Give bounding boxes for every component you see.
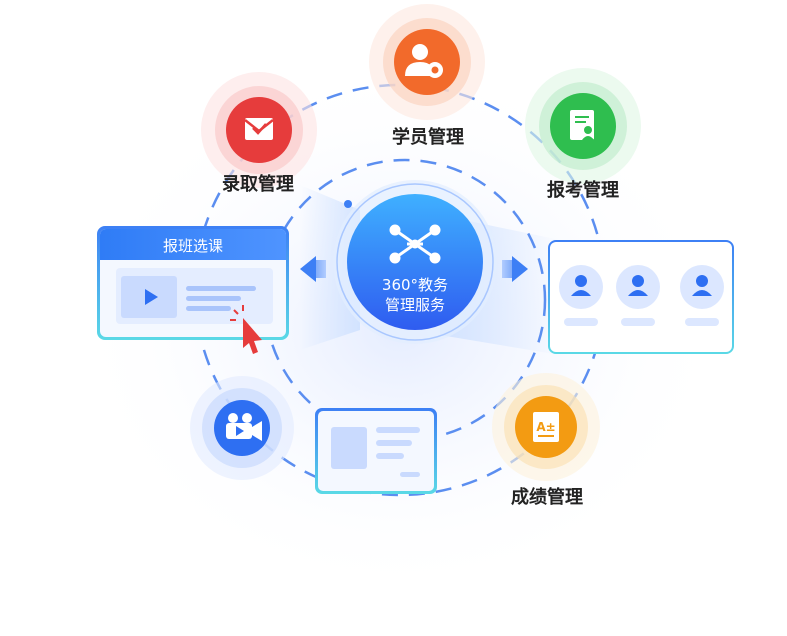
right-arrow-icon — [502, 256, 528, 282]
video-camera-icon — [226, 413, 262, 441]
text-line — [186, 306, 231, 311]
text-line — [400, 472, 420, 477]
module-student[interactable]: 学员管理 — [369, 4, 485, 148]
student-gear-icon — [405, 44, 443, 78]
user-avatar-icon — [616, 265, 660, 326]
network-x-icon — [389, 224, 441, 264]
text-line — [376, 427, 420, 433]
module-grade[interactable]: A± 成绩管理 — [492, 373, 600, 508]
class-card-title: 报班选课 — [163, 237, 223, 255]
module-exam-label: 报考管理 — [547, 179, 619, 201]
info-card[interactable] — [315, 408, 437, 494]
admission-envelope-icon — [244, 118, 274, 140]
info-card-image — [331, 427, 367, 469]
hub-circle — [347, 194, 483, 330]
cursor-click-icon — [230, 305, 262, 354]
orbit-dot — [344, 200, 352, 208]
text-line — [376, 453, 404, 459]
exam-document-icon — [570, 110, 594, 140]
student-profiles-card[interactable] — [548, 240, 734, 354]
user-avatar-icon — [680, 265, 724, 326]
hub[interactable]: 360°教务 管理服务 — [333, 180, 497, 344]
hub-title-line1: 360°教务 — [382, 276, 448, 294]
left-arrow-icon — [300, 256, 326, 282]
module-grade-label: 成绩管理 — [511, 486, 583, 508]
hub-outer-ring — [336, 183, 494, 341]
grade-document-icon: A± — [533, 412, 559, 442]
user-avatar-icon — [559, 265, 603, 326]
module-exam[interactable]: 报考管理 — [525, 68, 641, 201]
module-student-label: 学员管理 — [392, 126, 464, 148]
module-video[interactable] — [190, 376, 294, 480]
text-line — [186, 286, 256, 291]
text-line — [376, 440, 412, 446]
module-admission[interactable]: 录取管理 — [201, 72, 317, 195]
class-selection-card[interactable]: 报班选课 — [97, 226, 289, 354]
text-line — [186, 296, 241, 301]
hub-title-line2: 管理服务 — [385, 296, 445, 314]
class-card-header — [100, 229, 286, 260]
svg-text:A±: A± — [536, 420, 555, 434]
play-icon — [145, 289, 158, 305]
module-admission-label: 录取管理 — [222, 173, 294, 195]
